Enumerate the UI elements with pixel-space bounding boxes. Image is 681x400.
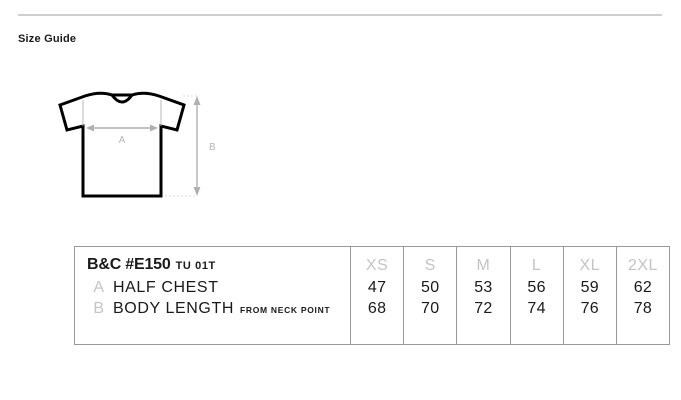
half-chest-value-xl: 59 <box>580 279 599 296</box>
size-column-l: L 56 74 <box>509 247 563 344</box>
measurement-label-column: B&C #E150 TU 01T A HALF CHEST B BODY LENG… <box>75 247 350 344</box>
size-column-m: M 53 72 <box>456 247 509 344</box>
body-length-value-xs: 68 <box>367 300 387 317</box>
tshirt-diagram: A B <box>55 88 230 213</box>
measure-a-label: A <box>119 135 126 146</box>
body-length-value-l: 74 <box>527 300 546 317</box>
size-header-xs: XS <box>365 257 389 274</box>
body-length-value-2xl: 78 <box>633 300 653 317</box>
measure-a-arrowhead-left <box>86 124 94 132</box>
measurement-name-b: BODY LENGTH <box>113 300 234 317</box>
page-title: Size Guide <box>18 33 77 45</box>
body-length-value-m: 72 <box>474 300 493 317</box>
measure-b-arrowhead-top <box>193 96 201 105</box>
size-columns: XS 47 68 S 50 70 M 53 72 L 56 74 XL 59 7… <box>350 247 669 344</box>
body-length-value-xl: 76 <box>580 300 599 317</box>
tshirt-collar <box>110 94 134 104</box>
size-header-2xl: 2XL <box>627 257 658 274</box>
model-name: B&C #E150 <box>87 256 171 273</box>
measure-b-label: B <box>209 142 216 153</box>
size-column-2xl: 2XL 62 78 <box>615 247 669 344</box>
half-chest-value-xs: 47 <box>367 279 387 296</box>
size-table: B&C #E150 TU 01T A HALF CHEST B BODY LENG… <box>74 246 670 345</box>
model-line: B&C #E150 TU 01T <box>87 255 350 276</box>
half-chest-value-2xl: 62 <box>633 279 653 296</box>
size-column-xl: XL 59 76 <box>562 247 616 344</box>
size-header-xl: XL <box>579 257 601 274</box>
measure-a-arrowhead-right <box>150 124 158 132</box>
measurement-letter-b: B <box>93 300 104 317</box>
header-divider <box>18 14 662 16</box>
size-column-s: S 50 70 <box>403 247 456 344</box>
measurement-note-b: FROM NECK POINT <box>240 305 331 315</box>
size-header-s: S <box>424 257 436 274</box>
measure-b-arrowhead-bottom <box>193 187 201 196</box>
measurement-letter-a: A <box>93 279 104 296</box>
model-code: TU 01T <box>175 260 216 272</box>
body-length-value-s: 70 <box>421 300 440 317</box>
half-chest-value-l: 56 <box>527 279 546 296</box>
size-column-xs: XS 47 68 <box>350 247 403 344</box>
half-chest-value-s: 50 <box>421 279 440 296</box>
size-header-m: M <box>476 257 491 274</box>
measurement-name-a: HALF CHEST <box>113 279 219 296</box>
measurement-row-b: B BODY LENGTH FROM NECK POINT <box>87 298 350 321</box>
size-header-l: L <box>531 257 542 274</box>
half-chest-value-m: 53 <box>474 279 493 296</box>
measurement-row-a: A HALF CHEST <box>87 277 350 298</box>
